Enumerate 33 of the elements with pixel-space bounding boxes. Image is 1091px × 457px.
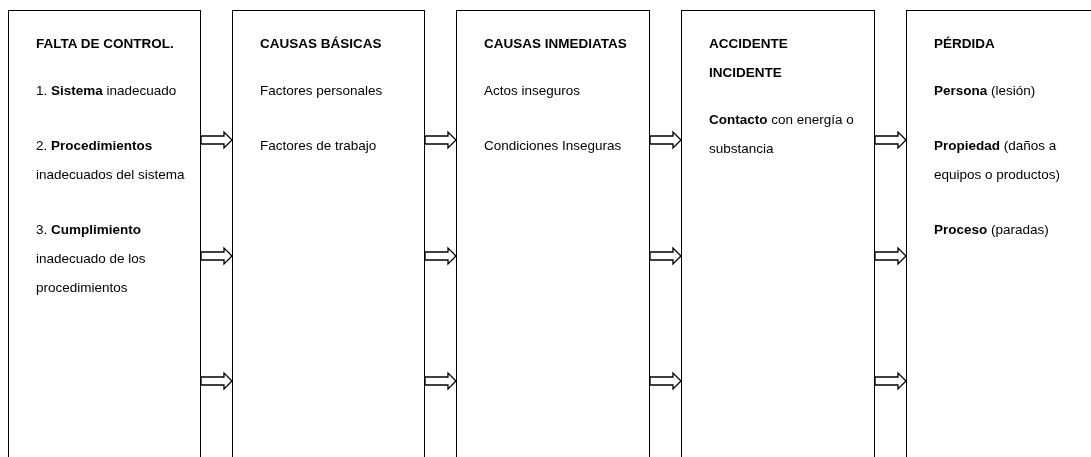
block-arrow bbox=[649, 246, 682, 266]
stage-box bbox=[232, 10, 425, 457]
stage-heading: CAUSAS BÁSICAS bbox=[260, 35, 383, 53]
stage-text: 1. Sistema inadecuado bbox=[36, 82, 178, 100]
stage-text: Condiciones Inseguras bbox=[484, 137, 623, 155]
block-arrow bbox=[424, 246, 457, 266]
stage-box bbox=[8, 10, 201, 457]
stage-heading: FALTA DE CONTROL. bbox=[36, 35, 175, 53]
block-arrow bbox=[200, 371, 233, 391]
block-arrow bbox=[874, 246, 907, 266]
stage-box bbox=[456, 10, 650, 457]
stage-text: Actos inseguros bbox=[484, 82, 582, 100]
block-arrow bbox=[424, 371, 457, 391]
block-arrow bbox=[649, 371, 682, 391]
stage-text: Contacto con energía o substancia bbox=[709, 111, 855, 158]
stage-box bbox=[681, 10, 875, 457]
stage-text: Proceso (paradas) bbox=[934, 221, 1050, 239]
block-arrow bbox=[200, 246, 233, 266]
stage-text: Factores personales bbox=[260, 82, 384, 100]
block-arrow bbox=[649, 130, 682, 150]
block-arrow bbox=[424, 130, 457, 150]
stage-box bbox=[906, 10, 1091, 457]
stage-text: 3. Cumplimiento inadecuado de los procedimientos bbox=[36, 221, 147, 297]
stage-text: 2. Procedimientos inadecuados del sistema bbox=[36, 137, 186, 184]
stage-text: Propiedad (daños a equipos o productos) bbox=[934, 137, 1062, 184]
block-arrow bbox=[874, 130, 907, 150]
stage-heading: CAUSAS INMEDIATAS bbox=[484, 35, 628, 53]
stage-text: Persona (lesión) bbox=[934, 82, 1037, 100]
stage-heading: PÉRDIDA bbox=[934, 35, 996, 53]
stage-heading: ACCIDENTE INCIDENTE bbox=[709, 35, 789, 82]
block-arrow bbox=[874, 371, 907, 391]
block-arrow bbox=[200, 130, 233, 150]
stage-text: Factores de trabajo bbox=[260, 137, 378, 155]
